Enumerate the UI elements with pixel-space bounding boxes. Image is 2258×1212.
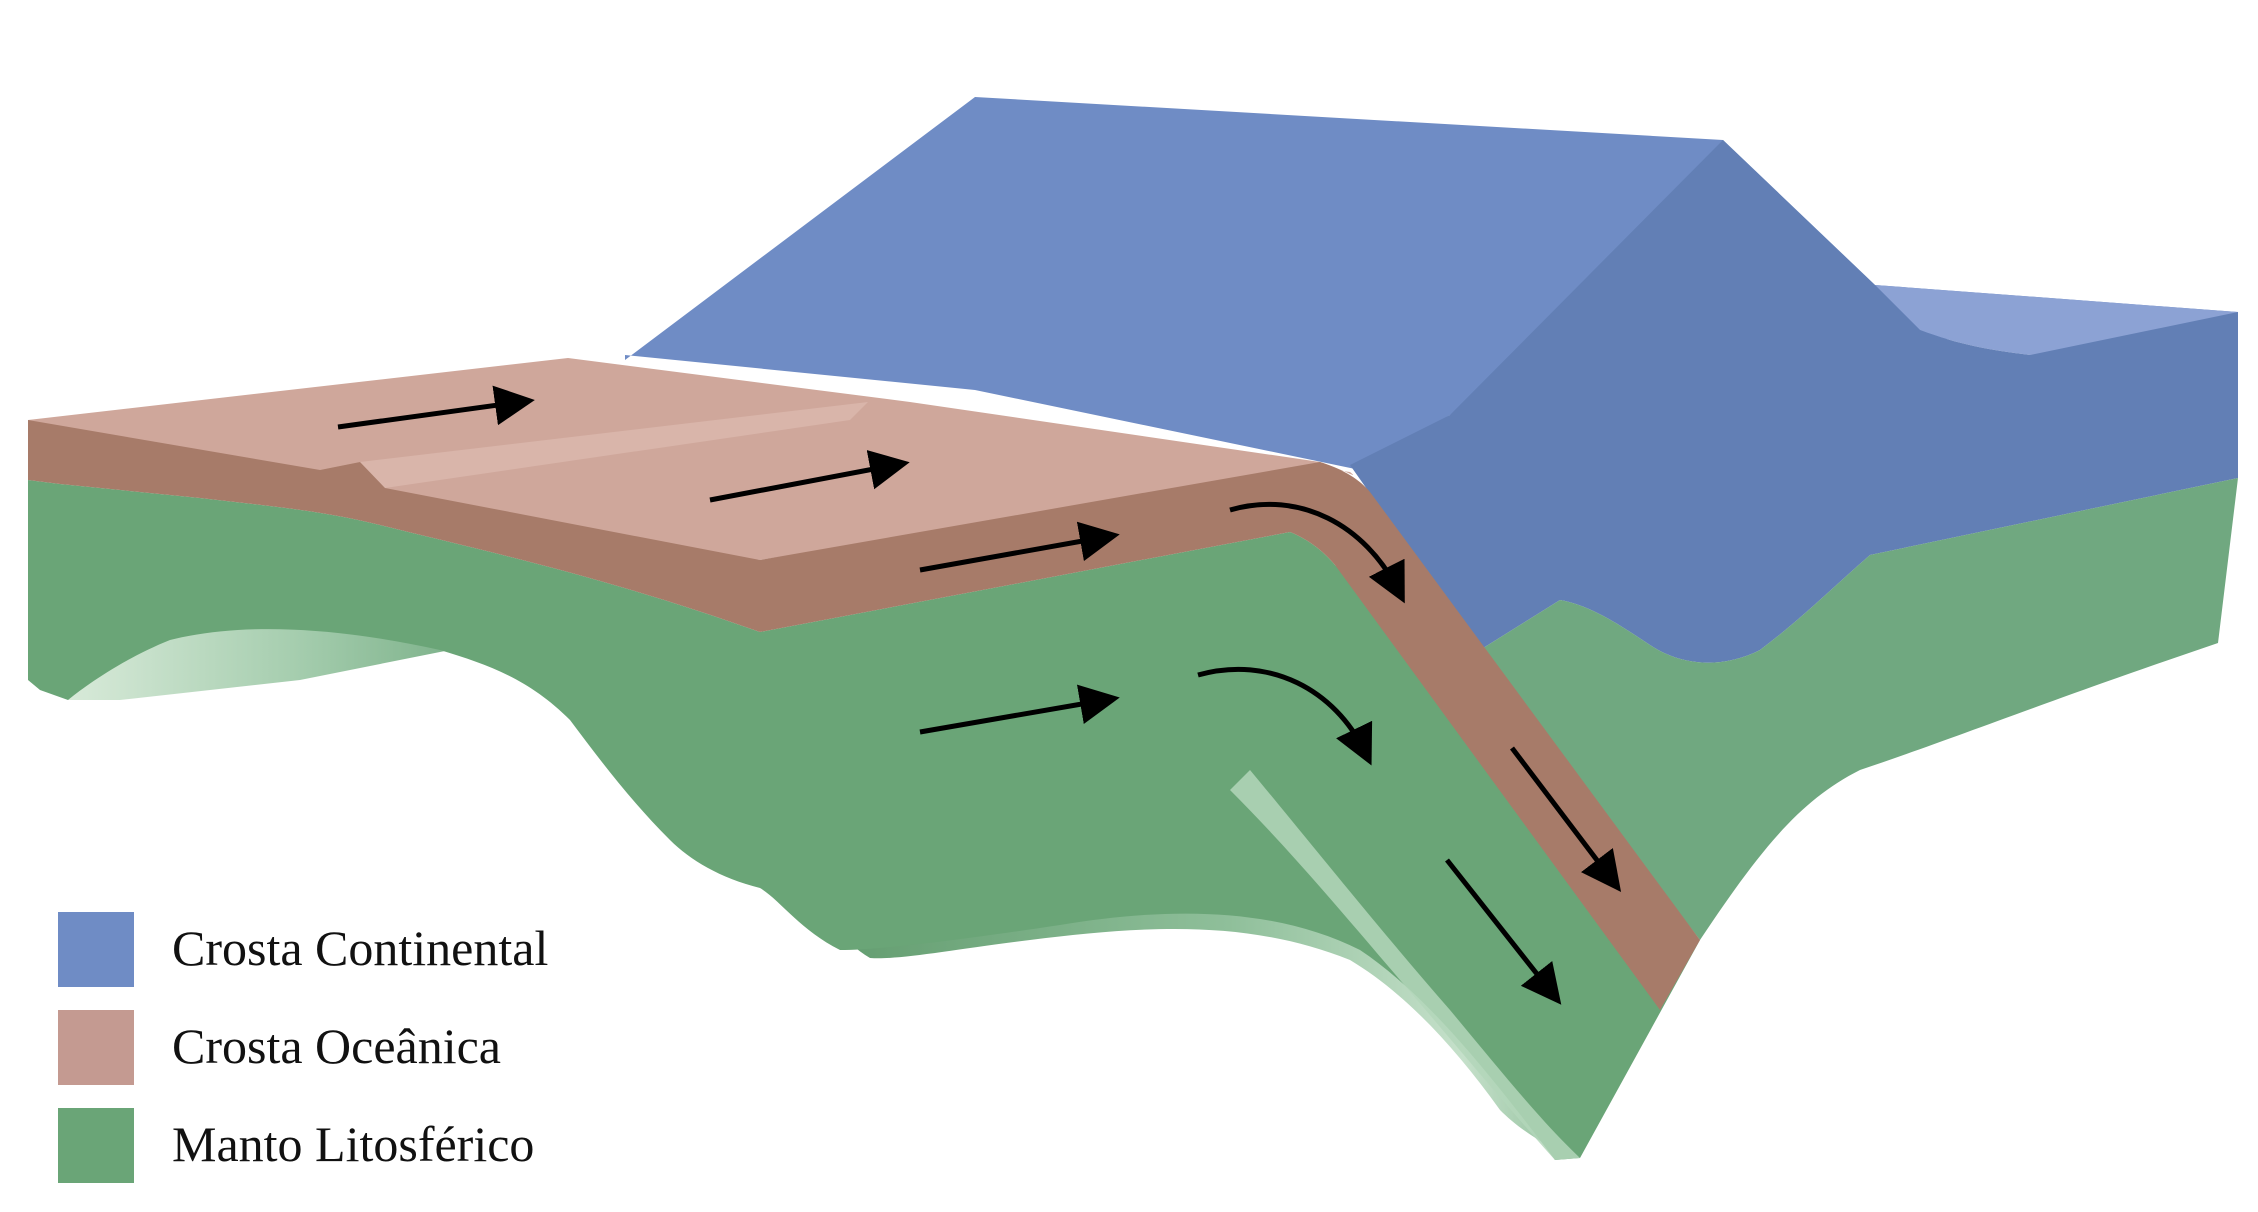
mantle-right-face — [1480, 478, 2238, 940]
legend-label: Manto Litosférico — [172, 1116, 535, 1172]
legend-label: Crosta Continental — [172, 920, 549, 976]
continental-crust-swatch — [58, 912, 134, 987]
mantle-slab-underface — [1230, 770, 1580, 1160]
flow-arrow-icon — [1445, 858, 1562, 1005]
legend-item-continental-crust: Crosta Continental — [58, 912, 758, 987]
flow-arrow-icon — [1510, 746, 1622, 892]
legend-label: Crosta Oceânica — [172, 1018, 502, 1074]
flow-arrow-icon — [337, 385, 535, 430]
lithospheric-mantle-swatch — [58, 1108, 134, 1183]
flow-arrow-icon — [919, 521, 1120, 573]
continental-crust-side — [1350, 140, 2238, 663]
oceanic-crust-front — [28, 420, 760, 632]
oceanic-crust-slab — [760, 462, 1700, 1010]
legend-item-oceanic-crust: Crosta Oceânica — [58, 1010, 758, 1085]
flow-arrow-icon — [919, 684, 1120, 735]
curved-arrow-icon — [1229, 501, 1405, 604]
legend-item-lithospheric-mantle: Manto Litosférico — [58, 1108, 758, 1183]
continental-crust-top — [625, 97, 2238, 470]
flow-arrow-icon — [709, 449, 910, 503]
curved-arrow-icon — [1197, 666, 1373, 766]
mantle-front-left — [28, 480, 760, 888]
oceanic-ridge — [320, 402, 868, 488]
mantle-front-center — [760, 532, 1700, 1160]
oceanic-crust-swatch — [58, 1010, 134, 1085]
